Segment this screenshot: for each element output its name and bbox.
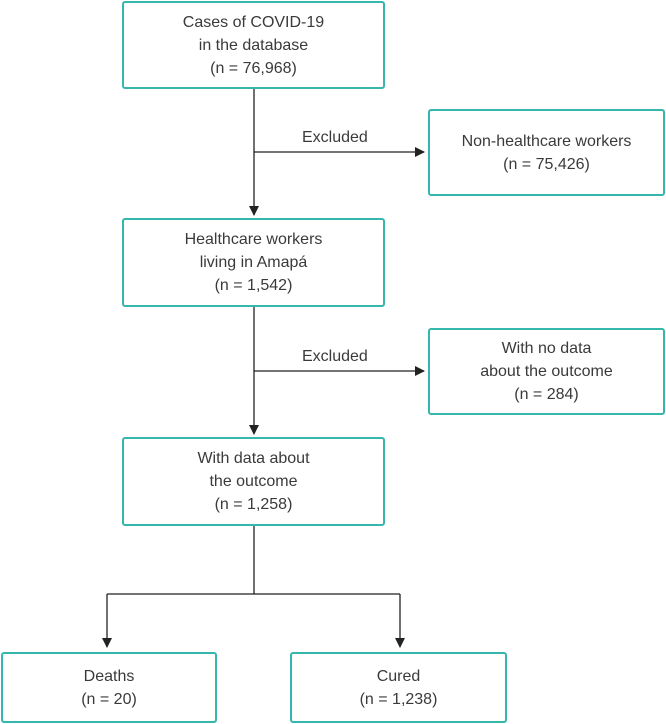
box-text: Cured bbox=[376, 667, 421, 685]
box-text: living in Amapá bbox=[199, 254, 308, 271]
box-text: (n = 20) bbox=[81, 690, 137, 708]
box-text: (n = 284) bbox=[514, 386, 579, 403]
box-text: (n = 1,258) bbox=[214, 496, 293, 513]
box-text: about the outcome bbox=[480, 363, 613, 380]
box-text: the outcome bbox=[209, 473, 298, 490]
box-text: (n = 1,238) bbox=[359, 690, 438, 708]
box-with-outcome-data: With data about the outcome (n = 1,258) bbox=[122, 437, 385, 526]
box-cases-database: Cases of COVID-19 in the database (n = 7… bbox=[122, 1, 385, 89]
box-non-healthcare-workers: Non-healthcare workers (n = 75,426) bbox=[428, 109, 665, 196]
box-deaths: Deaths (n = 20) bbox=[1, 652, 217, 723]
box-text: in the database bbox=[198, 36, 309, 54]
box-healthcare-workers: Healthcare workers living in Amapá (n = … bbox=[122, 218, 385, 307]
excluded-label-1: Excluded bbox=[302, 129, 368, 146]
box-cured: Cured (n = 1,238) bbox=[290, 652, 507, 723]
box-text: Healthcare workers bbox=[184, 231, 323, 248]
box-text: (n = 76,968) bbox=[210, 59, 297, 77]
box-text: Cases of COVID-19 bbox=[182, 13, 325, 31]
box-no-outcome-data: With no data about the outcome (n = 284) bbox=[428, 328, 665, 415]
box-text: (n = 1,542) bbox=[214, 277, 293, 294]
box-text: Deaths bbox=[83, 667, 135, 685]
excluded-label-2: Excluded bbox=[302, 348, 368, 365]
box-text: (n = 75,426) bbox=[503, 155, 590, 173]
box-text: With data about bbox=[197, 450, 310, 467]
box-text: With no data bbox=[501, 340, 592, 357]
box-text: Non-healthcare workers bbox=[461, 132, 632, 150]
